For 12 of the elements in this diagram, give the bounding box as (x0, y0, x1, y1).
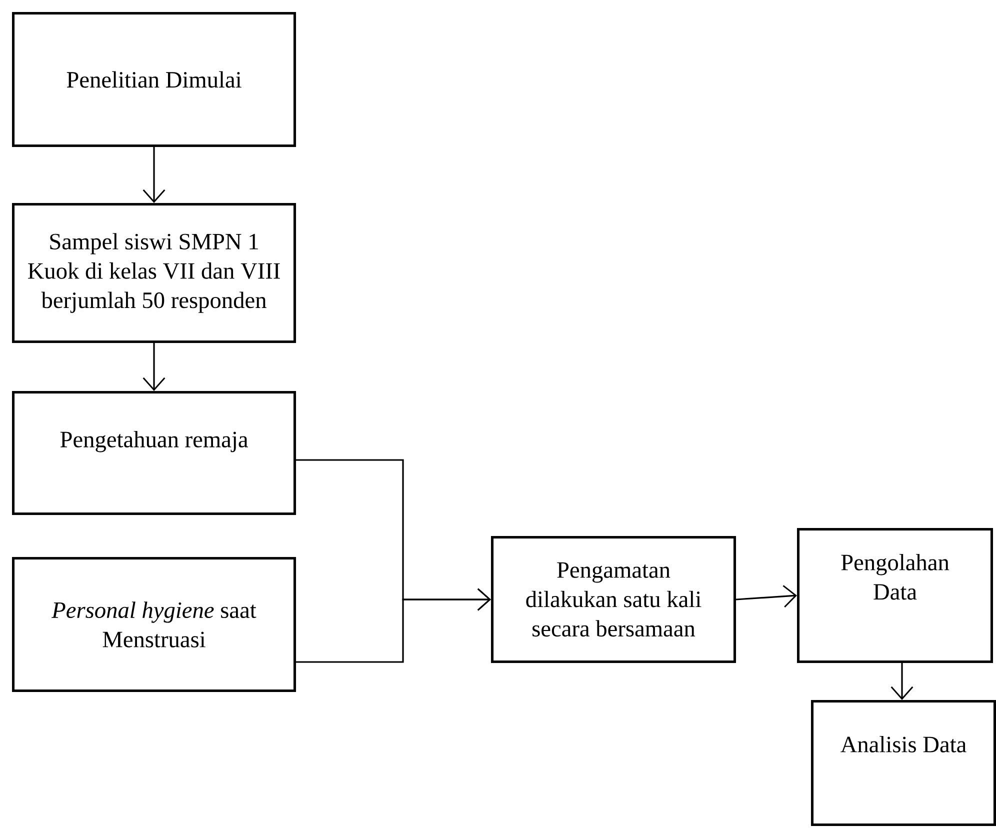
process-box: Penelitian Dimulai (12, 12, 296, 148)
arrow (296, 588, 491, 663)
arrow (142, 343, 166, 391)
process-box: Pengolahan Data (796, 528, 994, 663)
process-box: Analisis Data (810, 700, 996, 826)
arrow (890, 663, 914, 700)
process-box: Pengamatan dilakukan satu kali secara bersamaan (490, 536, 736, 663)
process-box: Sampel siswi SMPN 1 Kuok di kelas VII dan VIII berjumlah 50 responden (12, 202, 296, 344)
process-box: Personal hygiene saat Menstruasi (12, 556, 296, 692)
arrow (142, 147, 166, 203)
process-box: Pengetahuan remaja (12, 390, 296, 516)
arrow (736, 585, 797, 608)
